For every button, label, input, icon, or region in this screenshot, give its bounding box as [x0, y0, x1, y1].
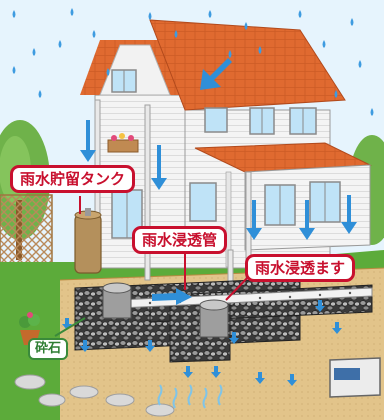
raindrop-icon: [32, 48, 36, 56]
raindrop-icon: [208, 10, 212, 18]
raindrop-icon: [298, 10, 302, 18]
down-arrow-icon: [211, 366, 221, 378]
down-arrow-icon: [287, 374, 297, 386]
infiltration-basin-label: 雨水浸透ます: [245, 254, 356, 282]
up-arrow-icon: [202, 387, 208, 409]
down-arrow-icon: [255, 372, 265, 384]
down-arrow-icon: [151, 145, 167, 190]
roof-flow-arrow: [200, 58, 232, 90]
raindrop-icon: [92, 30, 96, 38]
potted-plants: [19, 312, 40, 345]
raindrop-icon: [38, 90, 42, 98]
down-arrow-icon: [299, 200, 315, 240]
up-arrow-icon: [187, 384, 193, 406]
house: [80, 19, 372, 269]
raindrop-icon: [244, 22, 248, 30]
raindrop-icon: [12, 66, 16, 74]
down-arrow-icon: [183, 366, 193, 378]
raindrops: [12, 8, 374, 116]
raindrop-icon: [12, 10, 16, 18]
windows: [111, 69, 341, 239]
down-arrow-icon: [229, 332, 239, 344]
raindrop-icon: [358, 60, 362, 68]
down-arrows: [80, 120, 357, 240]
storage-tank-label: 雨水貯留タンク: [10, 165, 136, 193]
raindrop-icon: [258, 46, 262, 54]
up-arrow-icon: [217, 384, 223, 406]
raindrop-icon: [322, 40, 326, 48]
flower-box: [107, 133, 139, 153]
infiltration-pipe-label: 雨水浸透管: [132, 226, 228, 254]
stepping-stones: [14, 374, 175, 417]
leader-lines: [54, 196, 251, 337]
raindrop-icon: [228, 50, 232, 58]
raindrop-icon: [334, 90, 338, 98]
down-arrow-icon: [341, 195, 357, 234]
raindrop-icon: [370, 108, 374, 116]
inspection-box: [329, 357, 381, 398]
up-arrow-icon: [157, 384, 163, 406]
down-arrow-icon: [246, 200, 262, 240]
lattice-fence: [0, 194, 53, 266]
raindrop-icon: [58, 40, 62, 48]
infiltration-basins: [102, 282, 229, 338]
down-arrow-icon: [332, 322, 342, 334]
flow-arrow-icon: [152, 288, 192, 305]
window-mullions: [123, 70, 326, 238]
raindrop-icon: [174, 30, 178, 38]
down-arrow-icon: [80, 120, 96, 162]
raindrop-icon: [148, 12, 152, 20]
pipe-flow-arrow: [152, 288, 192, 305]
raindrop-icon: [350, 18, 354, 26]
down-arrow-icon: [200, 58, 232, 90]
crushed-stone-label: 砕石: [28, 338, 69, 360]
down-arrow-icon: [315, 300, 325, 312]
raindrop-icon: [106, 68, 110, 76]
raindrop-icon: [70, 8, 74, 16]
evaporation-arrows: [157, 384, 223, 409]
down-arrow-icon: [145, 340, 155, 352]
down-arrow-icon: [80, 340, 90, 352]
rain-storage-tank: [74, 208, 102, 274]
up-arrow-icon: [172, 387, 178, 409]
